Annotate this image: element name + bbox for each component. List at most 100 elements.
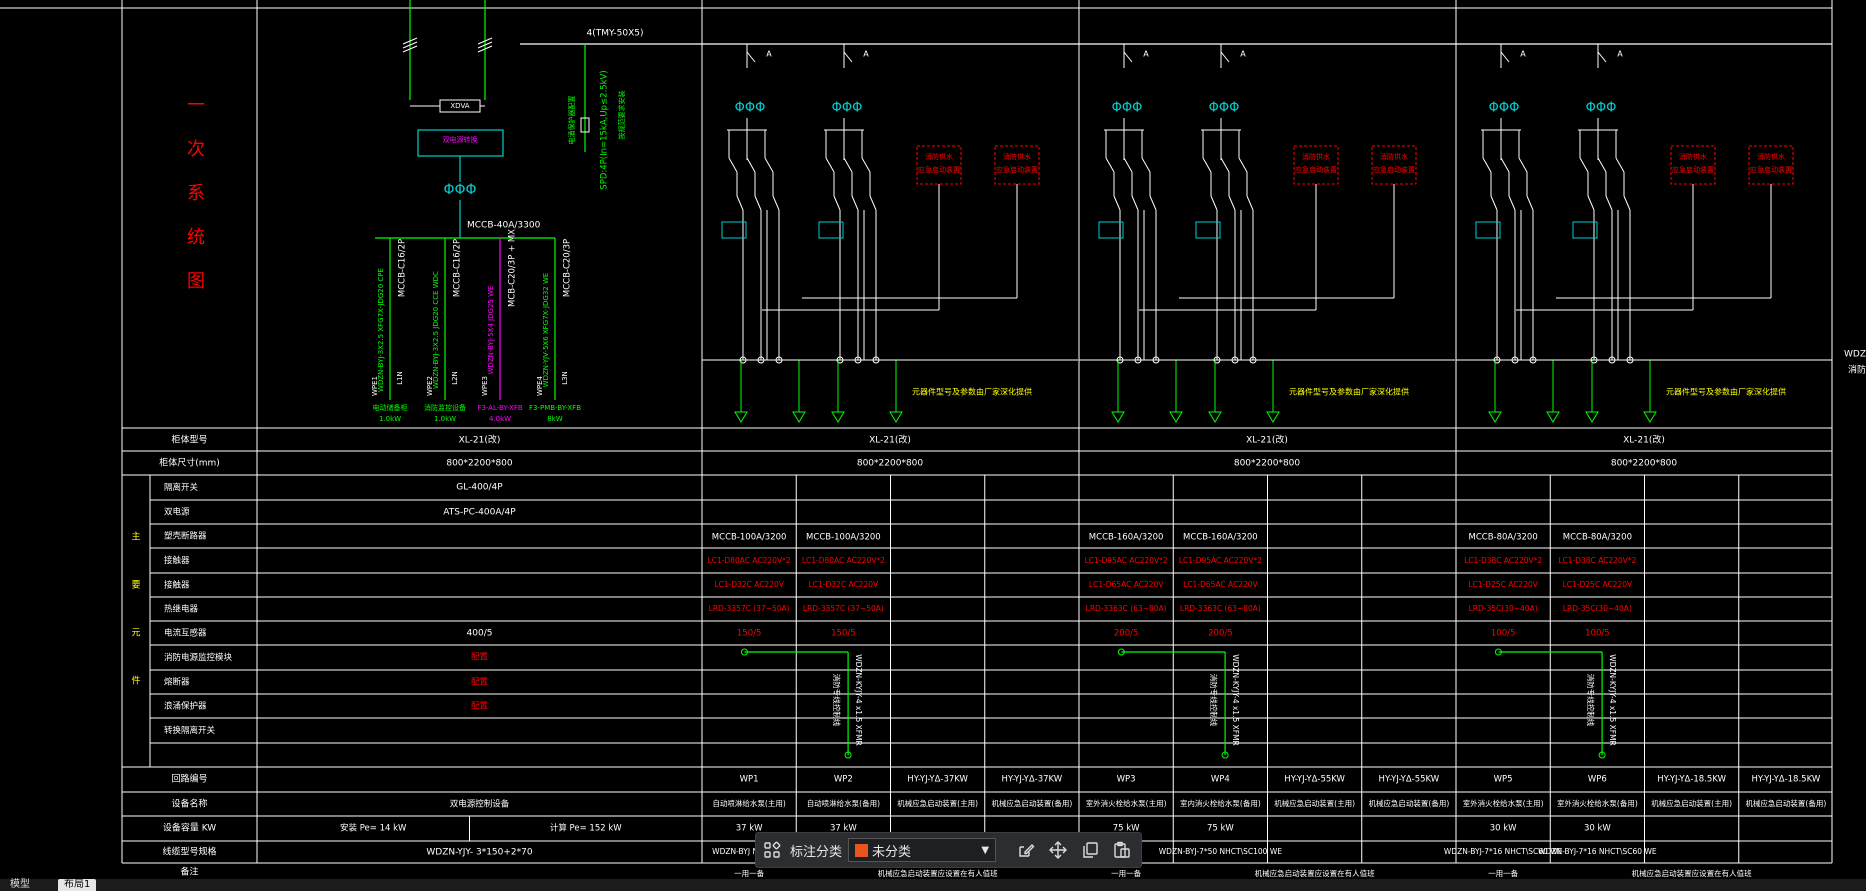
cabinet-size: 800*2200*800 <box>446 459 513 469</box>
contactor <box>1615 157 1625 173</box>
caret-down-icon: ▼ <box>981 844 990 856</box>
starter-box-label: 应急启动装置 <box>1750 165 1792 174</box>
row-header: 塑壳断路器 <box>164 531 207 542</box>
row-header: 设备名称 <box>171 798 207 810</box>
feeder-name: 室内消火栓给水泵(备用) <box>1180 798 1261 808</box>
vendor-note: 元器件型号及参数由厂家深化提供 <box>912 387 1032 397</box>
feeder-contactor: LC1-D38C AC220V*2 <box>1464 556 1542 565</box>
relay-box <box>818 221 844 239</box>
mini-desc: 消防监控设备 <box>424 403 466 412</box>
right-edge-text: WDZ <box>1844 350 1866 360</box>
mini-id: WPE2 <box>426 376 434 396</box>
copy-icon[interactable] <box>1078 838 1102 862</box>
contactor <box>764 157 774 173</box>
feeder-remark: 机械应急启动装置应设置在有人值班 <box>878 868 998 878</box>
starter-box <box>916 145 962 185</box>
relay-box <box>1572 221 1598 239</box>
feeder-cable: WDZN-BYJ-7*50 NHCT\SC100 WE <box>1159 847 1283 856</box>
starter-box-label: 消防供水 <box>1380 152 1408 161</box>
feeder-contactor: LC1-D80AC AC220V*2 <box>802 556 885 565</box>
row-header: 转换隔离开关 <box>164 725 216 736</box>
terminal <box>1221 751 1229 759</box>
feeder-name: 机械应急启动装置(备用) <box>1368 798 1449 808</box>
breaker <box>843 51 853 63</box>
feeder-name: 机械应急启动装置(备用) <box>991 798 1072 808</box>
vendor-note: 元器件型号及参数由厂家深化提供 <box>1666 387 1786 397</box>
feeder-kw: 30 kW <box>1584 824 1611 834</box>
feeder-control-note: 消防专线控制线 <box>1586 674 1596 727</box>
mini-desc: 电动储备柜 <box>373 403 408 412</box>
feeder-mccb: MCCB-80A/3200 <box>1469 533 1538 543</box>
feeder-id: HY-YJ-YΔ-55KW <box>1379 775 1440 785</box>
mini-id: WPE1 <box>371 376 379 396</box>
row-header: 电流互感器 <box>164 628 207 639</box>
grid-icon[interactable] <box>760 838 784 862</box>
tick <box>402 37 418 45</box>
tab-model[interactable]: 模型 <box>10 879 30 890</box>
category-label: 标注分类 <box>790 844 843 860</box>
mini-id: WPE3 <box>481 376 489 396</box>
contactor <box>1526 195 1534 211</box>
row-header: 双电源 <box>164 507 190 518</box>
section-model: XL-21(改) <box>869 434 911 446</box>
isolator-value: GL-400/4P <box>456 483 503 493</box>
contactor <box>1605 195 1613 211</box>
contactor <box>833 195 841 211</box>
tick <box>477 37 493 45</box>
feeder-name: 室外消火栓给水泵(备用) <box>1557 798 1638 808</box>
spd-box <box>580 117 590 133</box>
feeder-name: 机械应急启动装置(主用) <box>1651 798 1732 808</box>
starter-box-label: 消防供水 <box>1757 152 1785 161</box>
ct-symbol: ΦΦΦ <box>735 101 766 116</box>
ground-arrow <box>1585 411 1599 423</box>
ground-arrow <box>1546 411 1560 423</box>
feeder-ct: 200/5 <box>1208 629 1233 639</box>
edit-icon[interactable] <box>1014 838 1038 862</box>
feeder-id: WP2 <box>834 775 853 785</box>
contactor <box>1220 157 1230 173</box>
tab-layout1[interactable]: 布局1 <box>58 879 97 891</box>
row-header: 设备容量 KW <box>163 822 216 834</box>
contactor <box>1518 157 1528 173</box>
feeder-thermal: LRD-3363C (63~80A) <box>1086 604 1167 613</box>
row-header: 接触器 <box>164 555 190 566</box>
busbar-label: 4(TMY-50X5) <box>586 29 643 39</box>
mini-desc: F3-AL-BY-XFB <box>477 404 523 412</box>
feeder-kw: 30 kW <box>1490 824 1517 834</box>
contactor <box>1587 195 1595 211</box>
category-select-value: 未分类 <box>872 844 912 860</box>
contactor <box>1228 195 1236 211</box>
feeder-remark: 机械应急启动装置应设置在有人值班 <box>1255 868 1375 878</box>
feeder-id: WP4 <box>1211 775 1230 785</box>
contactor <box>869 195 877 211</box>
feeder-mccb: MCCB-160A/3200 <box>1183 533 1258 543</box>
ats-switch-label: 双电源转换 <box>443 135 478 144</box>
feeder-ct: 100/5 <box>1585 629 1610 639</box>
feeder-ct: 150/5 <box>831 629 856 639</box>
mini-breaker: MCCB-C16/2P <box>453 239 463 297</box>
feeder-ct: 200/5 <box>1114 629 1139 639</box>
contactor <box>825 157 835 173</box>
ground-arrow <box>831 411 845 423</box>
paste-icon[interactable] <box>1110 838 1134 862</box>
right-edge-text: 消防 <box>1848 364 1866 376</box>
category-select[interactable]: 未分类 ▼ <box>848 838 997 862</box>
contactor <box>1500 157 1510 173</box>
section-size: 800*2200*800 <box>1234 459 1301 469</box>
feeder-contactor: LC1-D25C AC220V <box>1563 580 1633 589</box>
mini-power: 8kW <box>547 415 563 423</box>
side-title-char: 系 <box>187 183 205 204</box>
starter-box-label: 消防供水 <box>1302 152 1330 161</box>
ct-value: 400/5 <box>467 629 493 639</box>
feeder-kw: 75 kW <box>1207 824 1234 834</box>
move-icon[interactable] <box>1046 838 1070 862</box>
starter-box-label: 应急启动装置 <box>1672 165 1714 174</box>
mini-breaker: MCCB-C20/3P <box>563 239 573 297</box>
starter-box-label: 应急启动装置 <box>996 165 1038 174</box>
mini-power: 1.0kW <box>434 415 456 423</box>
side-title-char: 次 <box>187 139 205 160</box>
ct-symbol: ΦΦΦ <box>1112 101 1143 116</box>
feeder-contactor: LC1-D80AC AC220V*2 <box>708 556 791 565</box>
contactor <box>1131 195 1139 211</box>
